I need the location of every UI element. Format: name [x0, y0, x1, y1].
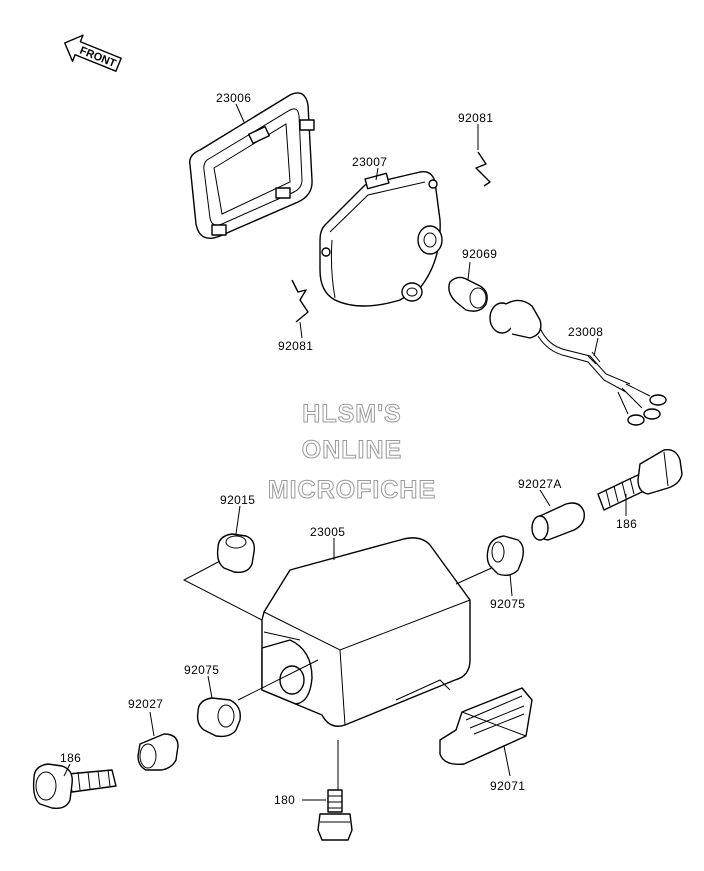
headlight-rim-23006: [189, 92, 315, 239]
watermark-line2: ONLINE: [302, 436, 402, 464]
collar-92027A: [531, 502, 585, 541]
part-label-92075-left: 92075: [184, 663, 219, 677]
socket-wiring-23008: [489, 299, 667, 426]
screw-180: [317, 789, 353, 841]
part-label-92081-bottom: 92081: [278, 339, 313, 353]
grommet-92015: [216, 533, 256, 574]
leader-92015-left: [182, 559, 263, 621]
lower-housing-23005: [261, 537, 471, 727]
part-label-92071: 92071: [490, 779, 525, 793]
front-arrow-icon: FRONT: [64, 34, 122, 72]
bolt-186-right: [597, 449, 683, 511]
part-label-23005: 23005: [310, 525, 345, 539]
watermark-line1: HLSM'S: [302, 400, 401, 428]
part-label-180: 180: [274, 793, 295, 807]
grommet-92075-right: [486, 535, 525, 577]
leader-92075-left: [237, 659, 319, 701]
part-label-186-right: 186: [616, 517, 637, 531]
collar-92027: [137, 733, 179, 771]
leader-lines: [63, 103, 627, 801]
part-label-23007: 23007: [352, 155, 387, 169]
bulb-92069: [448, 276, 488, 312]
part-label-92075-right: 92075: [490, 597, 525, 611]
grommet-92075-left: [196, 697, 241, 738]
part-label-92027A: 92027A: [518, 477, 562, 491]
reflector-92071: [439, 687, 533, 765]
clip-92081-bottom: [291, 279, 309, 323]
bolt-186-left: [32, 763, 117, 810]
part-label-23008: 23008: [568, 325, 603, 339]
headlight-housing-23007: [319, 171, 443, 307]
part-label-92081-top: 92081: [458, 111, 493, 125]
part-label-186-left: 186: [60, 751, 81, 765]
watermark-line3: MICROFICHE: [268, 476, 436, 504]
clip-92081-top: [475, 151, 491, 187]
leader-92075-right: [455, 565, 497, 585]
part-label-92069: 92069: [462, 247, 497, 261]
part-label-92027: 92027: [128, 697, 163, 711]
part-label-23006: 23006: [216, 91, 251, 105]
part-label-92015: 92015: [220, 493, 255, 507]
